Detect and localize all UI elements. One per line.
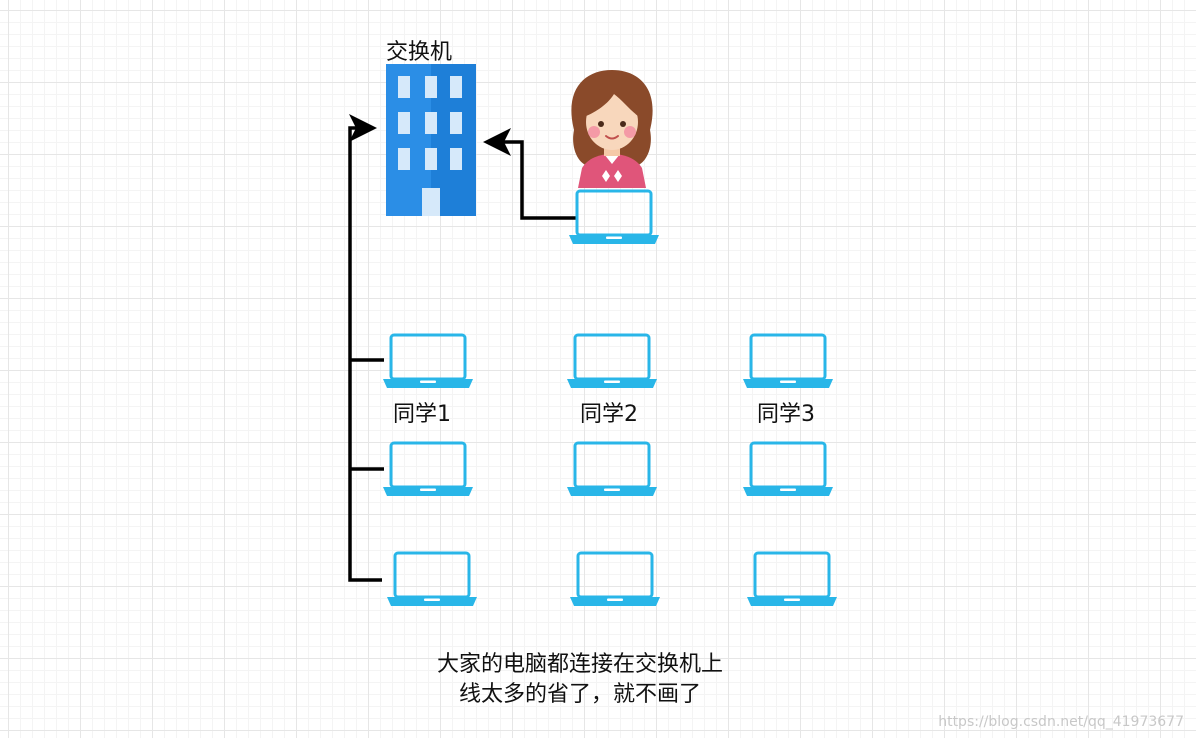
laptop-icon-row2-col1[interactable] [382,441,474,497]
laptop-icon-row1-col1[interactable] [382,333,474,389]
building-icon [386,64,476,216]
laptop-icon-row1-col3[interactable] [742,333,834,389]
student-label-3: 同学3 [757,402,815,427]
caption-line-1: 大家的电脑都连接在交换机上 [436,652,723,677]
teacher-laptop-icon[interactable] [568,189,660,245]
student-label-1: 同学1 [393,402,451,427]
laptop-icon-row2-col2[interactable] [566,441,658,497]
laptop-icon-row3-col3[interactable] [746,551,838,607]
trunk-line [348,114,382,582]
teacher-avatar-icon [571,70,653,188]
teacher-link-line [483,128,576,220]
laptop-icon-row2-col3[interactable] [742,441,834,497]
student-label-2: 同学2 [580,402,638,427]
watermark: https://blog.csdn.net/qq_41973677 [938,714,1184,730]
switch-label: 交换机 [386,40,453,65]
laptop-icon-row3-col1[interactable] [386,551,478,607]
laptop-icon-row3-col2[interactable] [569,551,661,607]
laptop-icon-row1-col2[interactable] [566,333,658,389]
diagram-caption: 大家的电脑都连接在交换机上 线太多的省了，就不画了 [380,650,780,710]
caption-line-2: 线太多的省了，就不画了 [458,682,701,707]
